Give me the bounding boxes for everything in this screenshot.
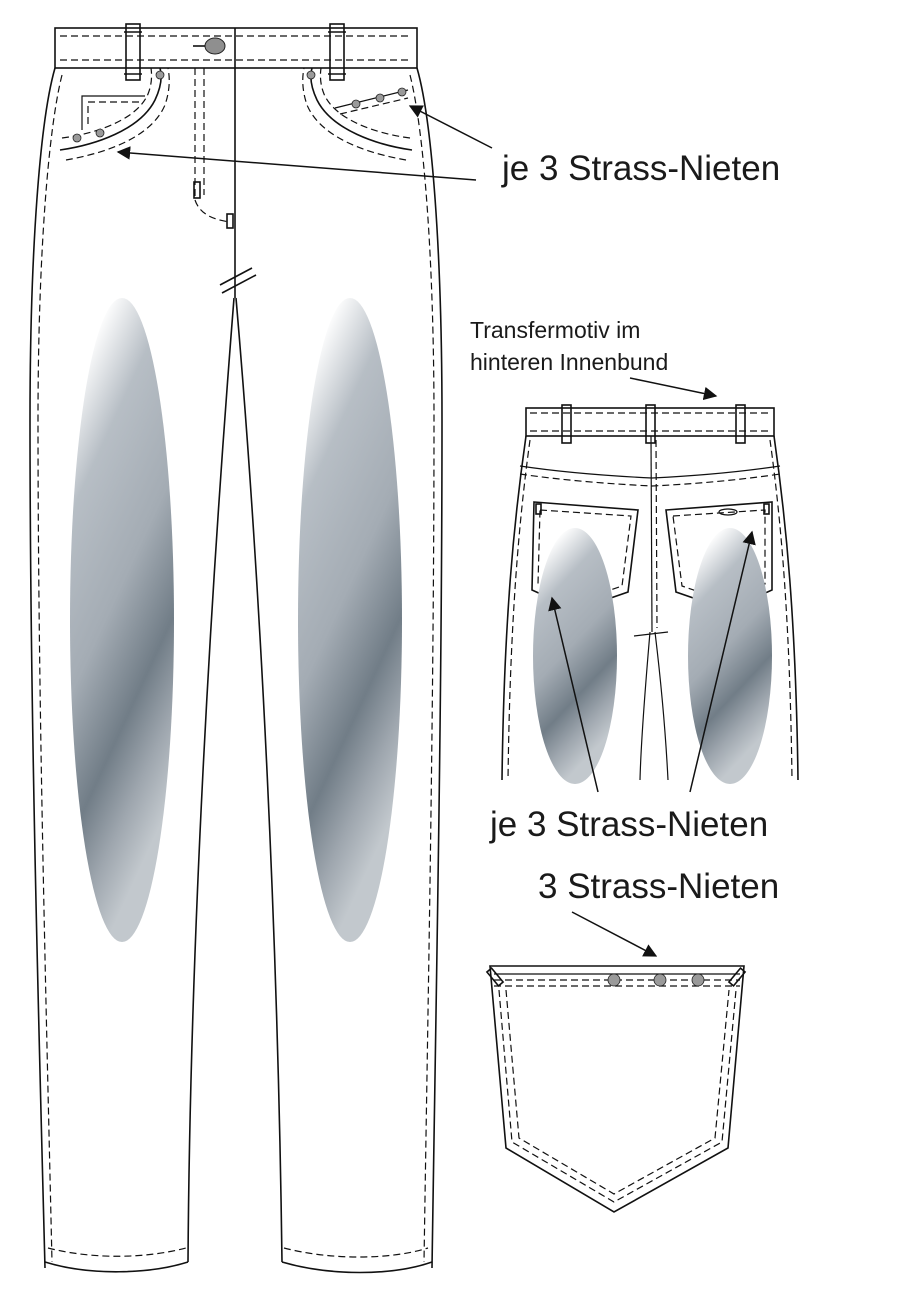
- pocket-detail-rivets-label: 3 Strass-Nieten: [538, 867, 779, 906]
- transfer-motif-label-line1: Transfermotiv im: [470, 317, 640, 343]
- front-left-leg-outline: [29, 67, 56, 1269]
- rivet: [351, 99, 361, 109]
- front-right-leg-outline: [416, 67, 443, 1269]
- transfer-motif-arrow: [629, 377, 718, 401]
- front-right-wash: [298, 298, 402, 942]
- rivet: [691, 973, 705, 987]
- transfer-motif-label-line2: hinteren Innenbund: [470, 349, 668, 375]
- front-left-wash: [70, 298, 174, 942]
- belt-loop: [561, 404, 572, 444]
- rivet: [375, 93, 385, 103]
- back-right-wash: [688, 528, 772, 784]
- back-pocket-detail: [485, 965, 747, 1213]
- front-left-hem: [44, 1261, 189, 1273]
- front-arrow-to-right-pocket: [408, 105, 493, 149]
- back-jeans-view: Transfermotiv im hinteren Innenbund: [470, 317, 799, 793]
- front-jeans-view: [29, 23, 443, 1274]
- front-rivets-label: je 3 Strass-Nieten: [501, 149, 780, 188]
- rivet: [95, 128, 105, 138]
- belt-loop: [735, 404, 746, 444]
- rivet: [397, 87, 407, 97]
- rivet: [306, 70, 316, 80]
- front-right-hem: [281, 1261, 433, 1274]
- belt-loop: [328, 23, 346, 81]
- back-waistband: [525, 407, 775, 437]
- rivet: [155, 70, 165, 80]
- pocket-detail-arrow: [571, 911, 658, 957]
- front-waistband: [54, 27, 418, 69]
- back-rivets-label: je 3 Strass-Nieten: [489, 805, 768, 844]
- back-arrow-right: [689, 530, 756, 793]
- rivet: [72, 133, 82, 143]
- front-fly-stitching: [194, 68, 231, 223]
- front-arrow-to-left-pocket: [116, 146, 477, 181]
- belt-loop: [124, 23, 142, 81]
- rivet: [653, 973, 667, 987]
- back-arrow-left: [548, 596, 599, 793]
- back-left-wash: [533, 528, 617, 784]
- rivet: [607, 973, 621, 987]
- waist-button: [204, 37, 226, 55]
